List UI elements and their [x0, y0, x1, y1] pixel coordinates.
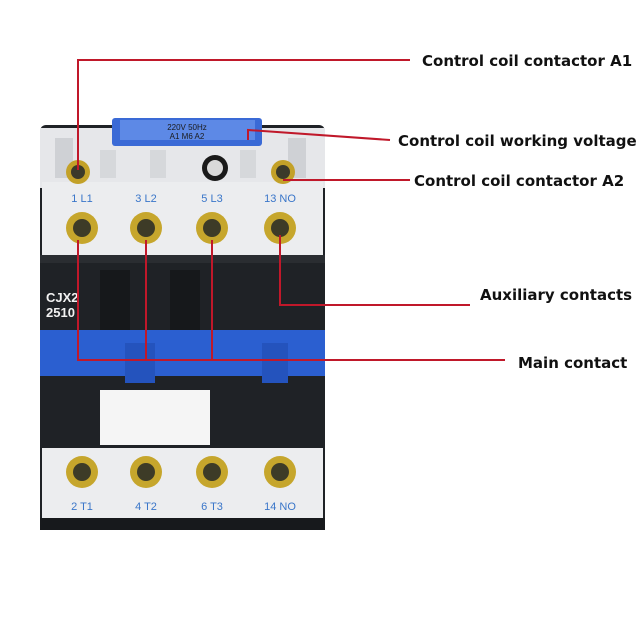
terminal-label-t2: 4 T2	[135, 501, 157, 513]
callout-coil-a1: Control coil contactor A1	[422, 52, 633, 70]
terminal-label-l3: 5 L3	[201, 193, 222, 205]
callout-auxiliary: Auxiliary contacts	[480, 286, 633, 304]
coil-terminals	[66, 150, 295, 184]
coil-plate-line1: 220V 50Hz	[167, 123, 207, 132]
leader-main-contact	[77, 240, 505, 361]
callout-coil-voltage: Control coil working voltage	[398, 132, 637, 150]
coil-plate-line2: A1 M6 A2	[170, 132, 205, 141]
top-terminal-labels: 1 L1 3 L2 5 L3 13 NO	[71, 193, 296, 205]
leader-lines	[77, 59, 505, 361]
bottom-terminal-labels: 2 T1 4 T2 6 T3 14 NO	[71, 501, 296, 513]
model-label: CJX2 2510	[46, 290, 79, 320]
terminal-label-13no: 13 NO	[264, 193, 296, 205]
bottom-main-terminals	[66, 456, 296, 488]
terminal-label-l1: 1 L1	[71, 193, 92, 205]
terminal-label-l2: 3 L2	[135, 193, 156, 205]
top-main-terminals	[66, 212, 296, 244]
leader-coil-voltage	[247, 128, 391, 141]
terminal-label-14no: 14 NO	[264, 501, 296, 513]
callout-main-contact: Main contact	[518, 354, 628, 372]
model-line-1: CJX2	[46, 290, 79, 305]
callout-coil-a2: Control coil contactor A2	[414, 172, 625, 190]
model-line-2: 2510	[46, 305, 75, 320]
coil-voltage-plate: 220V 50Hz A1 M6 A2	[112, 118, 262, 146]
terminal-label-t1: 2 T1	[71, 501, 93, 513]
leader-auxiliary	[279, 235, 470, 306]
terminal-label-t3: 6 T3	[201, 501, 223, 513]
blue-armature	[40, 270, 325, 445]
leader-coil-a1	[77, 59, 410, 170]
